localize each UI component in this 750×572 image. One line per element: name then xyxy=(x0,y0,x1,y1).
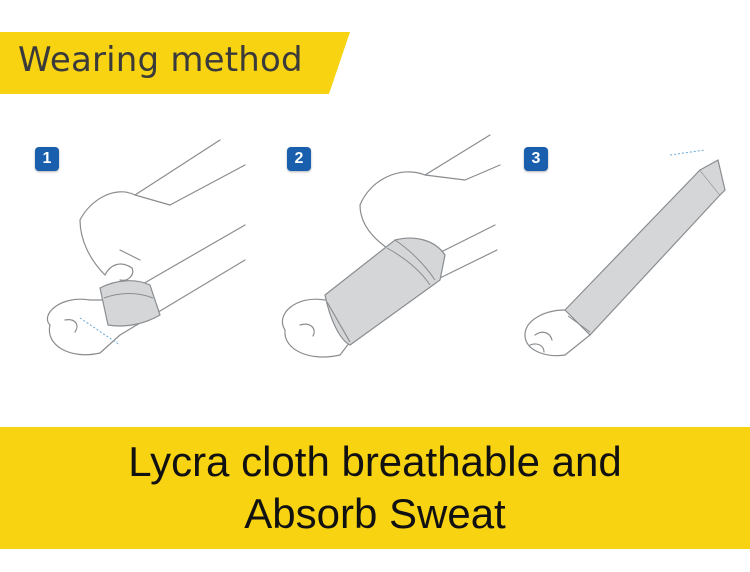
step-1-illustration xyxy=(46,139,246,356)
caption-banner xyxy=(0,427,750,549)
caption-line-1: Lycra cloth breathable and xyxy=(128,438,622,485)
step-number-badge: 1 xyxy=(35,147,59,171)
step-3: 3 xyxy=(510,110,750,410)
caption: Lycra cloth breathable and Absorb Sweat xyxy=(0,436,750,540)
step-number-badge: 3 xyxy=(524,147,548,171)
caption-line-2: Absorb Sweat xyxy=(244,490,506,537)
steps-illustration: 1 xyxy=(0,110,750,410)
header-banner xyxy=(0,32,350,94)
step-2-illustration xyxy=(281,134,501,358)
page-title: Wearing method xyxy=(18,40,303,80)
step-1: 1 xyxy=(20,110,260,410)
step-number-badge: 2 xyxy=(287,147,311,171)
step-2: 2 xyxy=(265,110,505,410)
step-3-illustration xyxy=(524,149,726,357)
